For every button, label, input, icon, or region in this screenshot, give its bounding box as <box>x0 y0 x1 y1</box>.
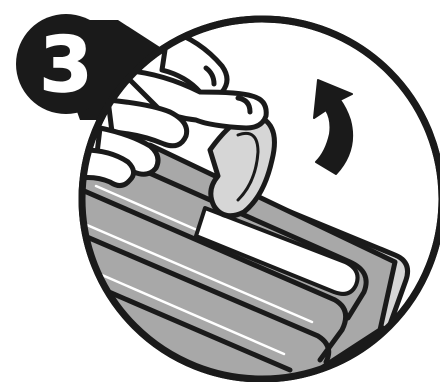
step-number: 3 <box>40 20 93 109</box>
step-badge: 3 <box>16 14 116 114</box>
